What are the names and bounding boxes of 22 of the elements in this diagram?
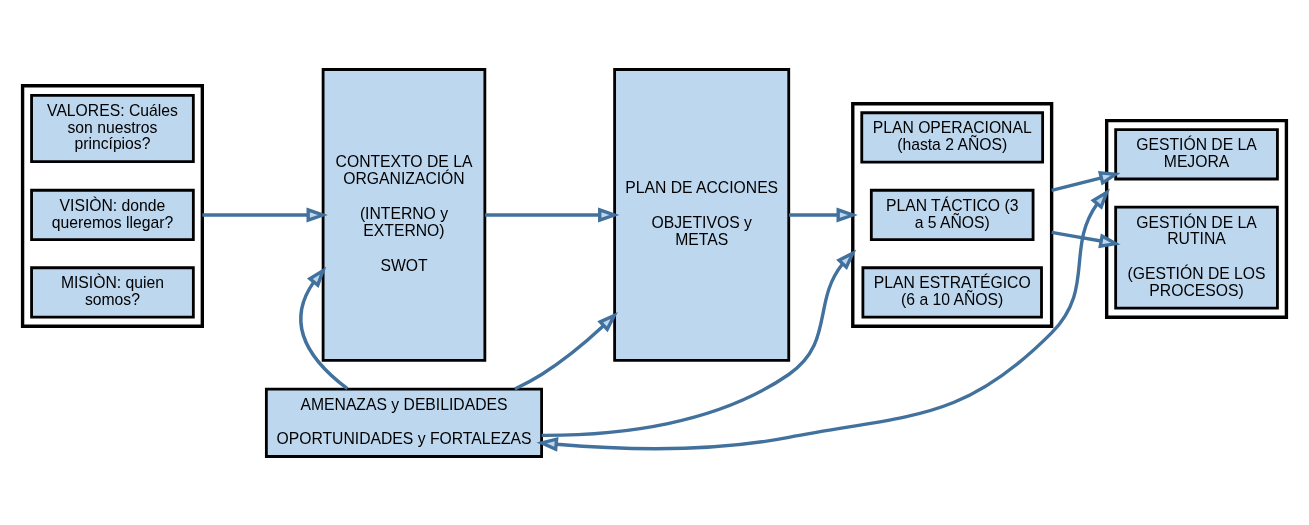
node-box: VALORES: Cuáles son nuestros princípios? xyxy=(30,93,195,163)
arrow xyxy=(1051,230,1121,248)
node-box: CONTEXTO DE LA ORGANIZACIÓN (INTERNO y EXTERNO) SWOT xyxy=(321,67,487,362)
node-box: PLAN DE ACCIONES OBJETIVOS y METAS xyxy=(613,67,791,362)
node-box: AMENAZAS y DEBILIDADES OPORTUNIDADES y FORTALEZAS xyxy=(264,387,543,458)
arrow xyxy=(1051,170,1121,192)
node-box: PLAN TÁCTICO (3 a 5 AÑOS) xyxy=(869,188,1035,241)
node-box: VISIÒN: donde queremos llegar? xyxy=(30,188,195,241)
arrow xyxy=(514,311,618,390)
arrow xyxy=(788,207,858,222)
cluster xyxy=(20,83,204,328)
cluster xyxy=(1105,118,1289,319)
node-box: GESTIÓN DE LA RUTINA (GESTIÓN DE LOS PROCESOS) xyxy=(1114,205,1279,310)
node-box: GESTIÓN DE LA MEJORA xyxy=(1114,127,1279,180)
arrow xyxy=(202,207,328,222)
arrow xyxy=(485,207,620,222)
cluster xyxy=(851,101,1054,328)
arrow xyxy=(299,266,349,390)
node-box: PLAN OPERACIONAL (hasta 2 AÑOS) xyxy=(860,110,1045,164)
node-box: MISIÒN: quien somos? xyxy=(30,265,195,319)
arrow xyxy=(541,249,857,437)
node-box: PLAN ESTRATÉGICO (6 a 10 AÑOS) xyxy=(861,265,1043,319)
